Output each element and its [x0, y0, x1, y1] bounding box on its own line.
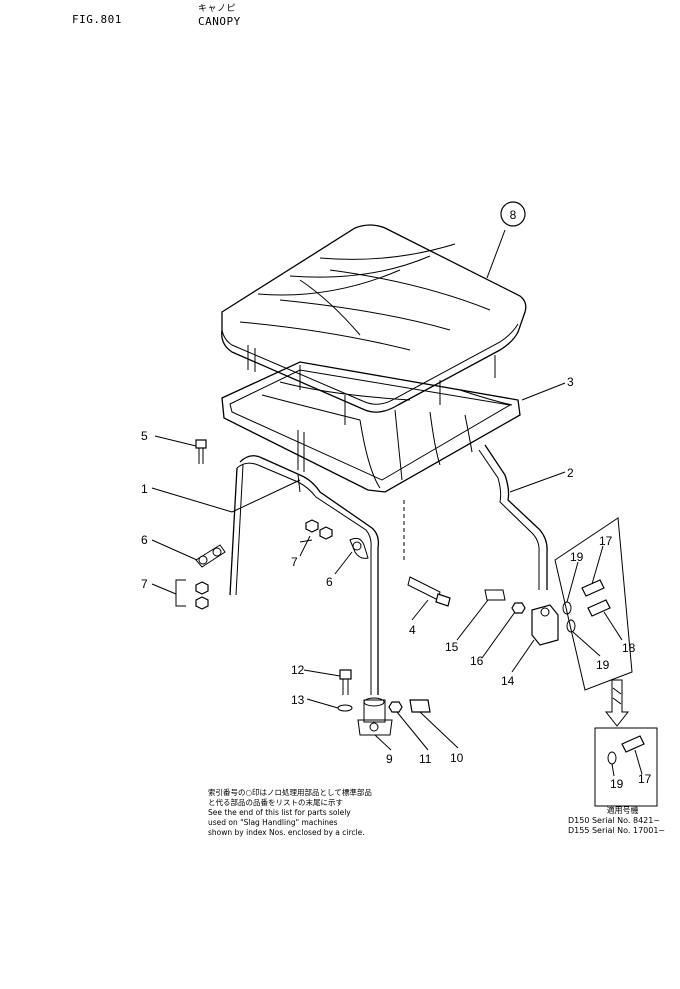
- label-19-top: 19: [570, 550, 584, 564]
- title-english: CANOPY: [198, 15, 241, 28]
- label-19-bottom: 19: [596, 658, 610, 672]
- roof-panel: [221, 224, 527, 413]
- label-14: 14: [501, 674, 515, 688]
- bolt-5: [195, 439, 207, 464]
- right-post: [478, 444, 548, 590]
- label-7-left: 7: [141, 577, 148, 591]
- clip-6-left: [175, 544, 226, 610]
- label-3: 3: [567, 375, 574, 389]
- applicability-heading: 適用号機: [606, 806, 639, 815]
- inset-box: [594, 727, 658, 807]
- label-8: 8: [510, 208, 517, 222]
- base-bracket-9: [337, 669, 431, 736]
- note-en-line-2: used on "Slag Handling" machines: [208, 818, 338, 827]
- canopy-frame: [221, 361, 521, 493]
- label-13: 13: [291, 693, 305, 707]
- label-6-left: 6: [141, 533, 148, 547]
- label-11: 11: [419, 752, 432, 766]
- label-16: 16: [470, 654, 484, 668]
- note-jp-line-2: と代る部品の品番をリストの末尾に示す: [208, 798, 343, 807]
- label-18: 18: [622, 641, 636, 655]
- note-en-line-1: See the end of this list for parts solel…: [208, 808, 351, 817]
- figure-number: FIG.801: [72, 13, 122, 26]
- label-12: 12: [291, 663, 305, 677]
- clip-6-middle: [299, 519, 369, 559]
- roof-posts: [247, 345, 496, 425]
- label-17-inset: 17: [638, 772, 652, 786]
- bracket-14-assembly: [484, 517, 633, 691]
- label-1: 1: [141, 482, 148, 496]
- applicability-d155: D155 Serial No. 17001~: [568, 826, 666, 835]
- label-9: 9: [386, 752, 393, 766]
- slag-handling-note: 索引番号の○印はノロ処理用部品として標準部品 と代る部品の品番をリストの末尾に示…: [208, 788, 372, 838]
- label-7-middle: 7: [291, 555, 298, 569]
- leader-lines: [151, 229, 643, 777]
- applicability-d150: D150 Serial No. 8421~: [568, 816, 661, 825]
- note-jp-line-1: 索引番号の○印はノロ処理用部品として標準部品: [208, 788, 372, 797]
- left-post: [229, 430, 380, 695]
- part-labels: 8 3 2 1 5 6 7 7 6 4 15 16 14 12 13 9 11 …: [141, 208, 652, 791]
- note-en-line-3: shown by index Nos. enclosed by a circle…: [208, 828, 365, 837]
- callout-circle-8: [500, 201, 526, 227]
- bolt-4: [403, 500, 451, 607]
- label-10: 10: [450, 751, 464, 765]
- label-2: 2: [567, 466, 574, 480]
- inset-arrow: [604, 679, 630, 727]
- label-5: 5: [141, 429, 148, 443]
- label-15: 15: [445, 640, 459, 654]
- label-4: 4: [409, 623, 416, 637]
- title-japanese: キャノピ: [198, 4, 237, 14]
- serial-applicability: 適用号機 D150 Serial No. 8421~ D155 Serial N…: [568, 806, 665, 836]
- label-6-middle: 6: [326, 575, 333, 589]
- label-19-inset: 19: [610, 777, 624, 791]
- label-17-top: 17: [599, 534, 613, 548]
